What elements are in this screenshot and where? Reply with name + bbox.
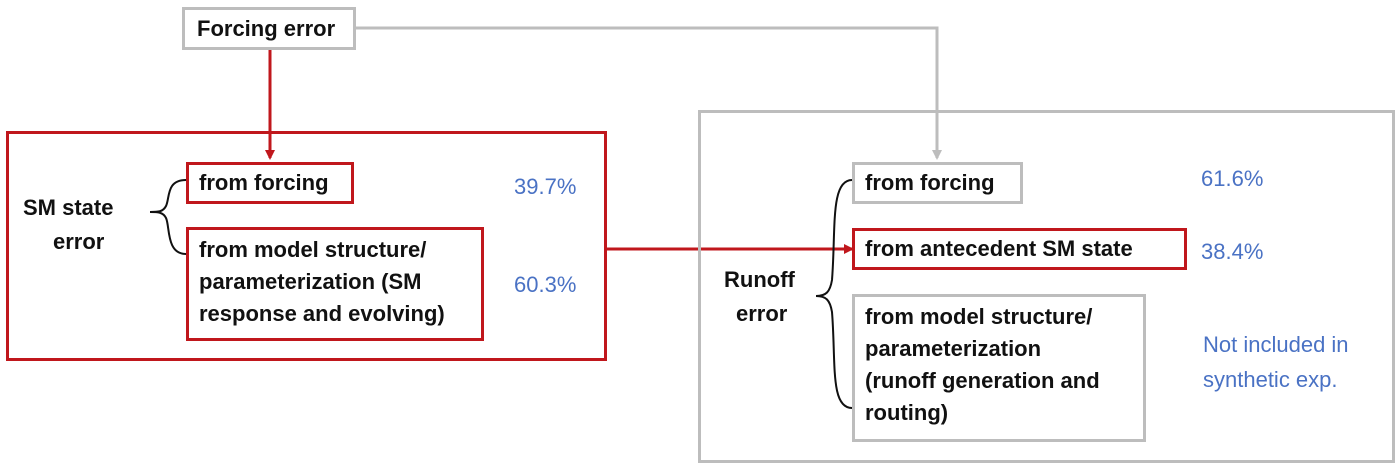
runoff-model-note-2: synthetic exp. [1203, 367, 1338, 392]
runoff-model-line-3: (runoff generation and [865, 368, 1100, 393]
runoff-model-note-1: Not included in [1203, 332, 1349, 357]
runoff-model-line-2: parameterization [865, 336, 1042, 361]
sm-forcing-pct: 39.7% [514, 174, 577, 199]
sm-model-structure-box: from model structure/ parameterization (… [186, 227, 484, 341]
sm-state-error-label-2: error [53, 229, 105, 254]
runoff-antecedent-box: from antecedent SM state [852, 228, 1187, 270]
sm-from-forcing-box: from forcing [186, 162, 354, 204]
runoff-error-group [698, 110, 1395, 463]
runoff-model-structure-box: from model structure/ parameterization (… [852, 294, 1146, 442]
sm-model-line-1: from model structure/ [199, 237, 427, 262]
sm-from-forcing-label: from forcing [199, 170, 329, 195]
runoff-forcing-pct: 61.6% [1201, 166, 1264, 191]
sm-model-pct: 60.3% [514, 272, 577, 297]
runoff-model-line-4: routing) [865, 400, 949, 425]
forcing-error-label: Forcing error [197, 16, 336, 41]
runoff-from-forcing-box: from forcing [852, 162, 1023, 204]
sm-state-error-label-1: SM state [23, 195, 114, 220]
forcing-error-box: Forcing error [182, 7, 356, 50]
sm-model-line-2: parameterization (SM [199, 269, 422, 294]
runoff-from-forcing-label: from forcing [865, 170, 995, 195]
runoff-model-line-1: from model structure/ [865, 304, 1093, 329]
runoff-error-label-1: Runoff [724, 267, 795, 292]
runoff-error-label-2: error [736, 301, 788, 326]
sm-state-error-group [6, 131, 607, 361]
sm-model-line-3: response and evolving) [199, 301, 445, 326]
runoff-antecedent-label: from antecedent SM state [865, 236, 1133, 261]
runoff-antecedent-pct: 38.4% [1201, 239, 1264, 264]
